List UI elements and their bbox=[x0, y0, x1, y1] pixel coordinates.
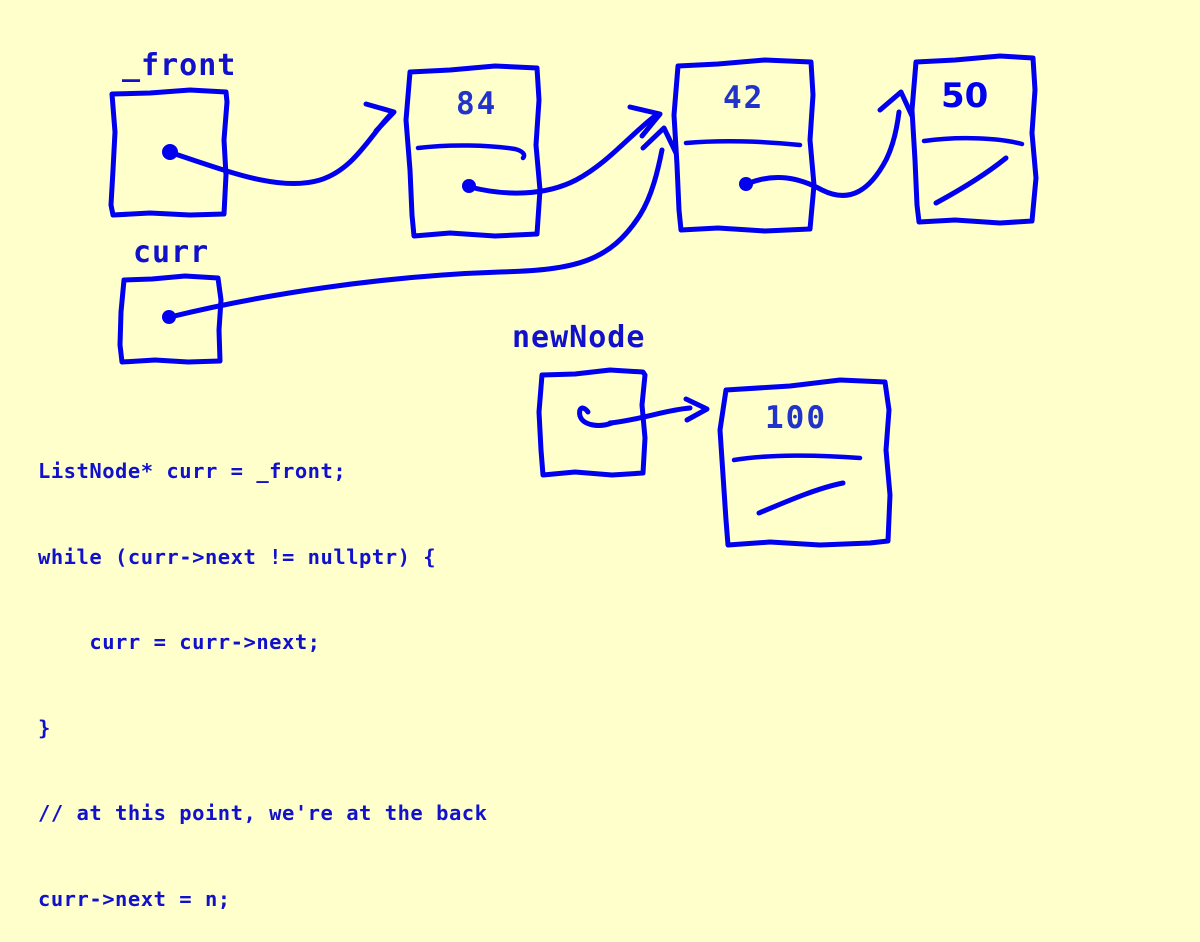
arrow-node84-to-node42 bbox=[467, 104, 663, 196]
node-42-value: 42 bbox=[723, 80, 764, 116]
code-line: curr->next = n; bbox=[38, 886, 231, 911]
node-84-value: 84 bbox=[456, 86, 497, 122]
curr-pointer-label: curr bbox=[133, 235, 209, 270]
code-line: // at this point, we're at the back bbox=[38, 801, 488, 825]
diagram-canvas: _front node 84 curved arrow --> curr nod… bbox=[108, 48, 1039, 548]
newnode-pointer-dot bbox=[577, 405, 615, 428]
code-block: ListNode* curr = _front; while (curr->ne… bbox=[38, 400, 487, 942]
code-line: curr = curr->next; bbox=[38, 630, 321, 654]
node-42: 42 bbox=[671, 57, 817, 234]
node-100-null-slash bbox=[756, 480, 846, 516]
arrow-front-to-node84 bbox=[169, 101, 397, 187]
code-line: } bbox=[38, 715, 51, 740]
arrow-node42-to-node50 bbox=[744, 89, 915, 198]
node-100: 100 bbox=[717, 377, 893, 548]
code-line: ListNode* curr = _front; bbox=[38, 459, 347, 483]
front-pointer-box bbox=[108, 87, 230, 218]
arrow-curr-to-node42 bbox=[167, 125, 679, 320]
newnode-pointer-label: newNode bbox=[512, 320, 645, 355]
curr-pointer-box bbox=[117, 273, 224, 365]
node-50: 50 bbox=[909, 53, 1039, 226]
arrow-newnode-to-node100 bbox=[607, 396, 710, 426]
newnode-pointer-box bbox=[536, 367, 648, 478]
front-pointer-label: _front bbox=[122, 48, 236, 83]
node-84: 84 bbox=[403, 63, 543, 239]
node-100-value: 100 bbox=[765, 400, 827, 436]
code-line: while (curr->next != nullptr) { bbox=[38, 544, 437, 569]
node-50-null-slash bbox=[933, 155, 1009, 206]
node-50-value: 50 bbox=[941, 76, 988, 116]
